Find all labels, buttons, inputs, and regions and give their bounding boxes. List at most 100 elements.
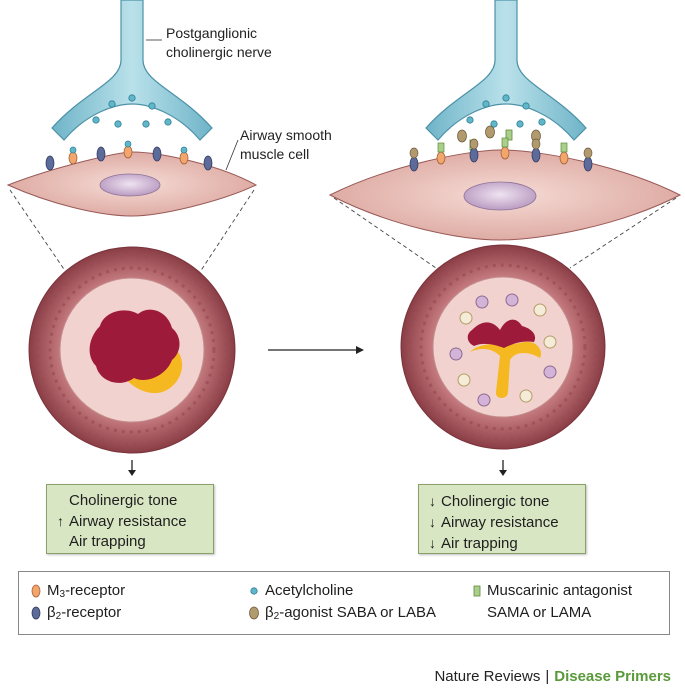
right-drug-molecules bbox=[457, 125, 541, 151]
right-airway-wall-inner-band bbox=[419, 263, 587, 431]
right-outcome-arrow: ↓ bbox=[429, 493, 436, 509]
right-outcome-line: ↓ Cholinergic tone bbox=[429, 491, 575, 512]
acetylcholine bbox=[466, 116, 474, 124]
b2-receptor bbox=[531, 147, 541, 163]
inflammatory-cell bbox=[543, 365, 557, 379]
right-outcome-line: ↓ Airway resistance bbox=[429, 512, 575, 533]
inflammatory-cell bbox=[475, 295, 489, 309]
right-outcome-line: ↓ Air trapping bbox=[429, 533, 575, 554]
inflammatory-cell bbox=[505, 293, 519, 307]
left-nerve-terminal bbox=[51, 0, 213, 141]
muscarinic-antagonist bbox=[501, 137, 509, 148]
right-outcome-arrow: ↓ bbox=[429, 514, 436, 530]
left-receptors bbox=[45, 140, 213, 171]
left-panel: Postganglionic cholinergic nerve Airway … bbox=[6, 0, 332, 476]
smooth-muscle-label-line-1: Airway smooth bbox=[240, 127, 332, 143]
legend-acetylcholine: Acetylcholine bbox=[249, 582, 353, 599]
b2-receptor bbox=[45, 155, 55, 171]
b2-agonist bbox=[583, 147, 593, 159]
acetylcholine bbox=[69, 146, 77, 154]
left-outcome-text: Air trapping bbox=[69, 533, 146, 550]
acetylcholine bbox=[124, 140, 132, 148]
m3-receptor bbox=[436, 151, 446, 165]
legend: M3-receptor β2-receptor Acetylcholine β2… bbox=[18, 571, 670, 635]
b2-receptor bbox=[152, 146, 162, 162]
acetylcholine bbox=[108, 100, 116, 108]
acetylcholine-icon bbox=[250, 587, 258, 595]
legend-b2-agonist: β2-agonist SABA or LABA bbox=[249, 604, 436, 622]
muscarinic-antagonist-icon bbox=[473, 585, 481, 597]
left-outcome-box: Cholinergic tone ↑Airway resistance Air … bbox=[46, 484, 214, 554]
right-airway-wall-outer-band bbox=[408, 252, 598, 442]
nerve-label-line-1: Postganglionic bbox=[166, 25, 257, 41]
inflammatory-cell bbox=[459, 311, 473, 325]
right-zoom-lines bbox=[333, 197, 677, 269]
muscarinic-antagonist bbox=[505, 129, 513, 141]
right-acetylcholine-group bbox=[466, 94, 546, 128]
acetylcholine bbox=[180, 146, 188, 154]
inflammatory-cell bbox=[457, 373, 471, 387]
left-down-arrow bbox=[128, 460, 136, 476]
m3-receptor bbox=[68, 151, 78, 165]
legend-m3-suffix: -receptor bbox=[65, 582, 126, 599]
inflammatory-cell bbox=[449, 347, 463, 361]
right-nerve-terminal bbox=[425, 0, 587, 141]
right-receptors bbox=[409, 137, 593, 172]
legend-b2-receptor: β2-receptor bbox=[31, 604, 121, 622]
right-mucus-plug bbox=[467, 319, 536, 348]
credit-journal: Nature Reviews bbox=[434, 668, 541, 685]
acetylcholine bbox=[538, 118, 546, 126]
credit-separator: | bbox=[545, 668, 550, 685]
b2-agonist-icon bbox=[249, 606, 259, 620]
right-outcome-box: ↓ Cholinergic tone ↓ Airway resistance ↓ Ai… bbox=[418, 484, 586, 554]
right-outcome-text: Cholinergic tone bbox=[441, 493, 550, 510]
nerve-label-line-2: cholinergic nerve bbox=[166, 44, 272, 60]
left-zoom-lines bbox=[9, 189, 255, 279]
inflammatory-cell bbox=[533, 303, 547, 317]
m3-receptor-icon bbox=[31, 584, 41, 598]
left-outcome-line: ↑Airway resistance bbox=[57, 511, 203, 532]
legend-b2-suffix: -receptor bbox=[61, 604, 122, 621]
acetylcholine bbox=[490, 120, 498, 128]
inflammatory-cell bbox=[477, 393, 491, 407]
right-mucus-yellow bbox=[470, 341, 542, 398]
left-airway-cross-section bbox=[28, 246, 236, 454]
right-outcome-text: Airway resistance bbox=[441, 514, 559, 531]
smooth-muscle-label-line-2: muscle cell bbox=[240, 146, 309, 162]
legend-muscarinic-antagonist: Muscarinic antagonist bbox=[473, 582, 632, 599]
b2-agonist bbox=[531, 138, 541, 150]
legend-b2-prefix: β bbox=[47, 604, 56, 621]
legend-acetylcholine-text: Acetylcholine bbox=[265, 582, 354, 599]
inflammatory-cell bbox=[543, 335, 557, 349]
transition-arrow bbox=[268, 346, 364, 354]
acetylcholine bbox=[92, 116, 100, 124]
b2-agonist bbox=[485, 125, 495, 139]
m3-receptor bbox=[500, 146, 510, 160]
left-outcome-line: Cholinergic tone bbox=[57, 491, 203, 511]
right-airway-cross-section bbox=[400, 244, 606, 450]
left-outcome-text: Airway resistance bbox=[69, 513, 187, 530]
legend-agonist-sub: 2 bbox=[273, 611, 280, 622]
acetylcholine bbox=[164, 118, 172, 126]
legend-m3-prefix: M bbox=[47, 582, 60, 599]
acetylcholine bbox=[482, 100, 490, 108]
acetylcholine bbox=[516, 120, 524, 128]
acetylcholine bbox=[148, 102, 156, 110]
credit-line: Nature Reviews|Disease Primers bbox=[434, 668, 671, 685]
right-inflammatory-cells bbox=[449, 293, 557, 407]
legend-m3-sub: 3 bbox=[59, 589, 66, 600]
right-panel bbox=[328, 0, 682, 476]
right-outcome-arrow: ↓ bbox=[429, 535, 436, 551]
inflammatory-cell bbox=[519, 389, 533, 403]
right-cell-nucleus bbox=[463, 181, 537, 211]
legend-m3-receptor: M3-receptor bbox=[31, 582, 125, 600]
m3-receptor bbox=[123, 145, 133, 159]
muscarinic-antagonist bbox=[560, 142, 568, 153]
right-down-arrow bbox=[499, 460, 507, 476]
left-mucus-plug bbox=[89, 309, 180, 383]
legend-antagonist-line-2: SAMA or LAMA bbox=[487, 604, 592, 621]
left-airway-wall-outer-band bbox=[36, 254, 228, 446]
right-outcome-text: Air trapping bbox=[441, 535, 518, 552]
acetylcholine bbox=[142, 120, 150, 128]
b2-receptor bbox=[96, 146, 106, 162]
